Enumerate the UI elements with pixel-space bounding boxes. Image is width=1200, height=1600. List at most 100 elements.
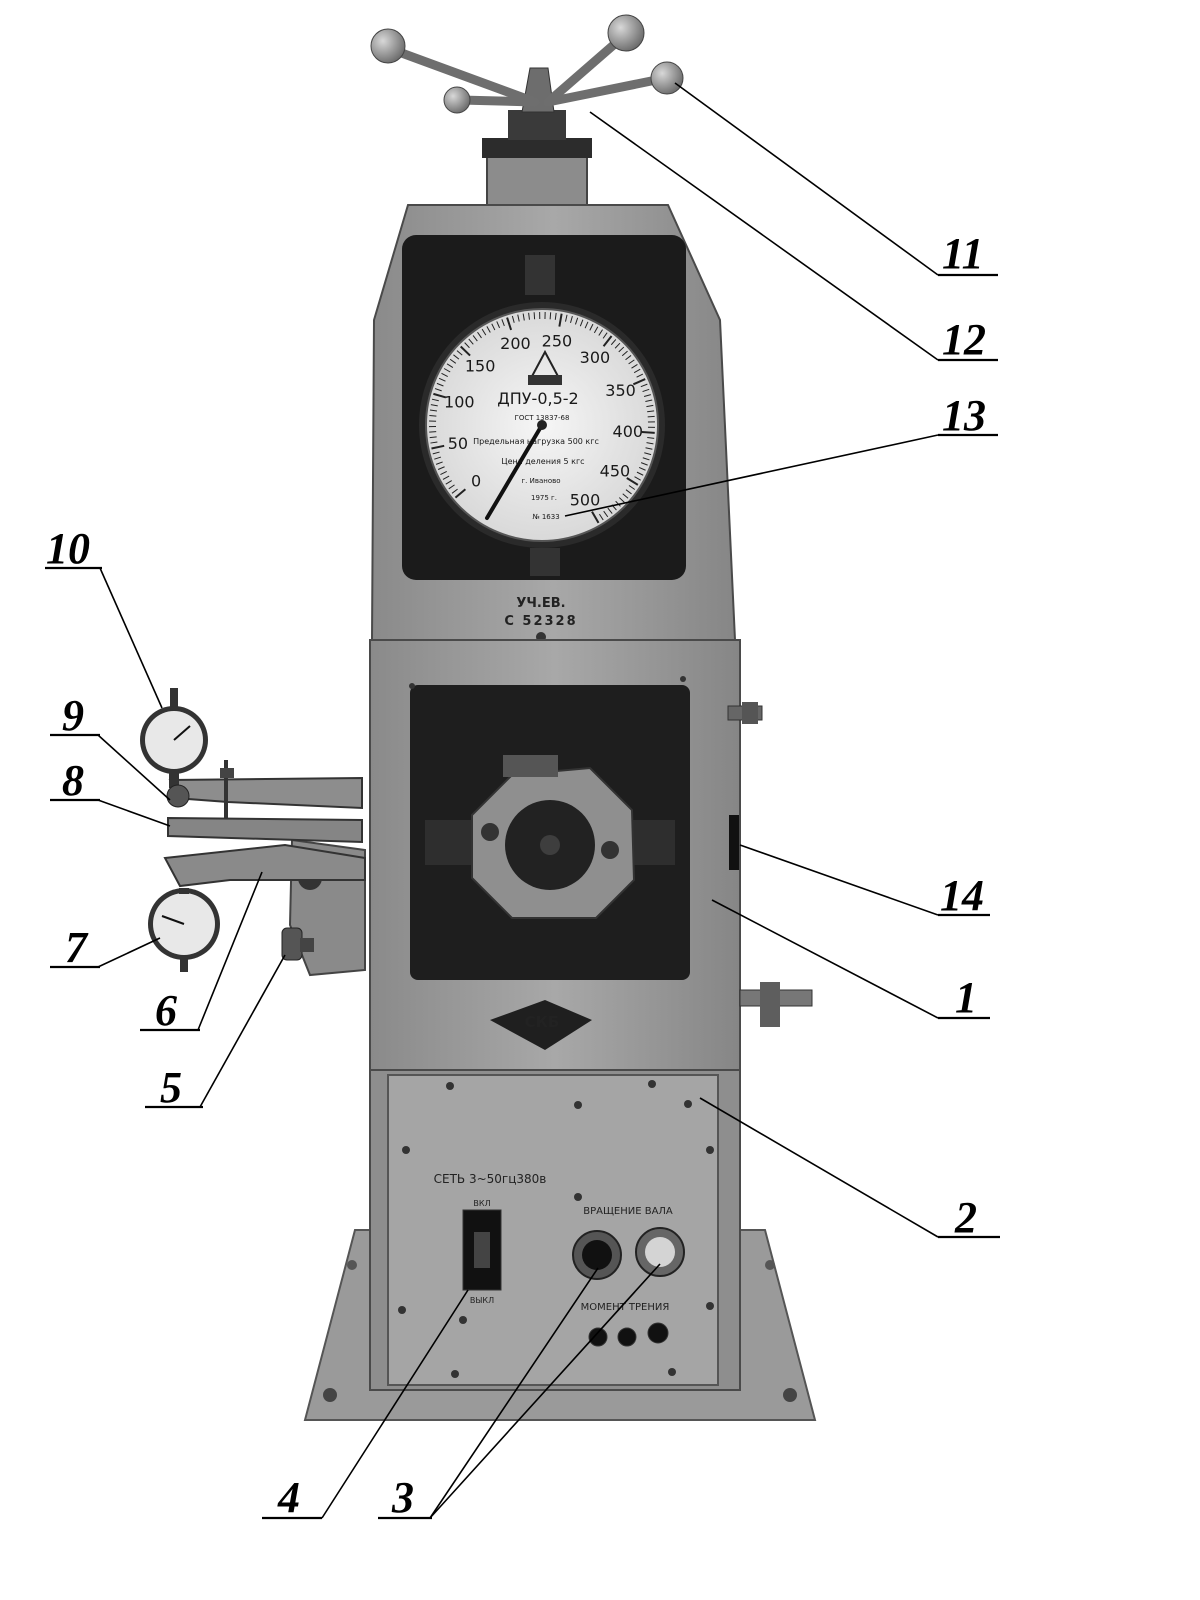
dial-tick	[632, 378, 646, 386]
dial-needle	[485, 423, 544, 520]
dial-tick	[599, 513, 604, 521]
dial-tick	[453, 354, 460, 360]
upper-dial-indicator	[140, 688, 208, 808]
dial-scale-label: 50	[448, 434, 468, 453]
dial-tick	[602, 332, 608, 339]
dial-scale-label: 500	[570, 490, 601, 509]
middle-lever	[167, 816, 363, 844]
dial-tick	[574, 317, 579, 325]
dial-tick	[593, 326, 599, 334]
handwheel-knob	[370, 28, 406, 64]
callout-8: 8	[62, 756, 84, 805]
dial-tick	[446, 363, 454, 368]
tightening-knob	[281, 927, 314, 961]
dial-tick	[647, 415, 655, 418]
dial-tick	[434, 388, 442, 392]
lower-dial-indicator	[148, 888, 220, 972]
dial-tick	[472, 335, 478, 342]
dial-tick	[460, 345, 471, 357]
dial-tick	[433, 392, 447, 399]
loading-arm-assembly	[140, 688, 366, 977]
dial-max-load: Предельная нагрузка 500 кгс	[473, 437, 599, 446]
dial-tick	[634, 476, 641, 481]
callout-10: 10	[46, 524, 90, 573]
dial-tick	[564, 314, 568, 322]
friction-sockets	[588, 1322, 669, 1347]
dial-tick	[443, 368, 451, 373]
callout-2: 2	[954, 1193, 977, 1242]
callout-14: 14	[940, 871, 984, 920]
dial-tick	[554, 312, 557, 320]
handwheel-spokes	[383, 30, 671, 107]
handwheel	[370, 14, 684, 209]
mains-label: СЕТЬ 3~50гц380в	[434, 1172, 547, 1186]
dial-tick	[448, 484, 455, 490]
dial-tick	[481, 328, 487, 336]
dial-tick	[522, 313, 525, 321]
callout-12: 12	[942, 315, 986, 364]
start-button[interactable]	[572, 1230, 622, 1280]
dial-tick	[435, 461, 443, 465]
dial-tick	[456, 350, 463, 356]
dial-scale-label: 250	[542, 331, 573, 350]
stop-button[interactable]	[635, 1227, 685, 1277]
dial-model: ДПУ-0,5-2	[497, 389, 578, 408]
callout-4: 4	[277, 1473, 300, 1522]
upper-lever	[168, 760, 363, 822]
callout-9: 9	[62, 691, 84, 740]
dial-tick	[441, 372, 448, 377]
dial-tick	[603, 510, 609, 518]
dial-tick	[584, 321, 589, 329]
dial-tick	[486, 326, 491, 333]
dial-tick	[643, 394, 651, 397]
dial-tick	[626, 477, 639, 486]
side-bolt	[727, 702, 763, 724]
dial-tick	[445, 480, 452, 485]
dial-tick	[434, 456, 442, 460]
dial-tick	[621, 350, 628, 357]
skb-emblem: СКБ	[490, 1000, 592, 1050]
callout-3: 3	[391, 1473, 414, 1522]
dial-tick	[628, 485, 636, 490]
callout-7: 7	[65, 923, 89, 972]
dial-tick	[647, 410, 655, 413]
dial-tick	[431, 444, 445, 450]
dial-tick	[640, 383, 648, 388]
side-lever	[729, 815, 739, 870]
dial-tick	[468, 338, 474, 345]
callout-5: 5	[160, 1063, 182, 1112]
dial-tick	[622, 493, 629, 499]
dial-tick	[432, 451, 440, 455]
dial-scale-label: 150	[465, 356, 496, 375]
dial-serial: № 1633	[532, 513, 559, 521]
lower-lever	[163, 843, 366, 888]
dial-tick	[642, 457, 650, 461]
dial-scale-label: 0	[471, 471, 481, 490]
dial-tick	[636, 471, 644, 476]
dial-tick	[638, 466, 646, 471]
callout-13: 13	[942, 391, 986, 440]
callout-11: 11	[942, 229, 984, 278]
dial-tick	[442, 475, 450, 480]
dial-tick	[618, 497, 625, 503]
dial-tick	[589, 323, 594, 331]
dial-scale-label: 100	[444, 392, 475, 411]
control-panel: СЕТЬ 3~50гц380в ВКЛ ВЫКЛ ВРАЩЕНИЕ ВАЛА М…	[369, 1069, 741, 1391]
dial-tick	[645, 399, 653, 403]
dial-tick	[438, 377, 446, 382]
emblem-text: СКБ	[525, 1013, 560, 1031]
friction-label: МОМЕНТ ТРЕНИЯ	[581, 1302, 670, 1313]
dial-tick	[549, 312, 552, 320]
dial-tick	[640, 462, 648, 466]
dial-tick	[449, 358, 457, 364]
callout-6: 6	[155, 986, 177, 1035]
dial-tick	[464, 342, 470, 349]
dial-tick	[614, 342, 621, 349]
dial-tick	[440, 471, 447, 475]
machine-body: СКБ	[369, 639, 813, 1081]
dial-tick	[625, 489, 632, 495]
switch-off-label: ВЫКЛ	[470, 1296, 494, 1305]
dial-year: 1975 г.	[531, 494, 557, 502]
